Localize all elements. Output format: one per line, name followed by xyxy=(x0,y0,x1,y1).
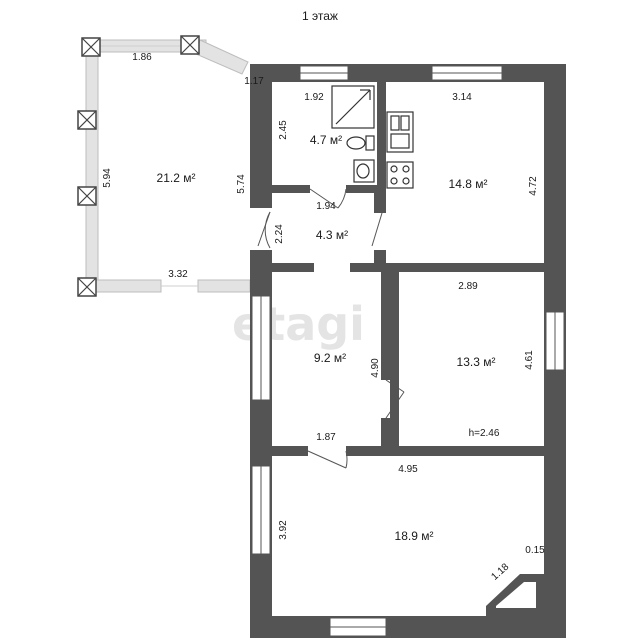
windows xyxy=(251,65,565,637)
room-middle-area: 9.2 м² xyxy=(314,351,346,365)
shower-icon xyxy=(331,85,375,129)
dim-middle-room-width: 1.87 xyxy=(316,432,336,443)
dim-outer-left: 5.74 xyxy=(236,174,247,194)
room-bottom-area: 18.9 м² xyxy=(395,529,434,543)
corner-niche xyxy=(496,582,536,608)
dim-right-room-width: 2.89 xyxy=(458,281,478,292)
dim-kitchen-height: 4.72 xyxy=(528,176,539,196)
dim-ceiling-height: h=2.46 xyxy=(469,428,500,439)
room-right-area: 13.3 м² xyxy=(457,355,496,369)
kitchen-area: 14.8 м² xyxy=(449,177,488,191)
kitchen-sink-icon xyxy=(386,111,414,153)
dim-right-room-height: 4.61 xyxy=(524,350,535,370)
dim-bath-width: 1.92 xyxy=(304,92,324,103)
veranda-post-top-left xyxy=(81,37,101,57)
floor-title: 1 этаж xyxy=(302,9,338,23)
sink-icon xyxy=(353,159,375,183)
hall-area: 4.3 м² xyxy=(316,228,348,242)
veranda-area: 21.2 м² xyxy=(157,171,196,185)
veranda-walls xyxy=(85,39,251,293)
bathroom-area: 4.7 м² xyxy=(310,133,342,147)
dim-corner-diag: 1.18 xyxy=(489,561,511,582)
dim-hall-width: 1.94 xyxy=(316,201,336,212)
toilet-icon xyxy=(346,135,375,151)
veranda-post-bottom-left xyxy=(77,277,97,297)
veranda-post-left-1 xyxy=(77,110,97,130)
dim-bottom-room-height: 3.92 xyxy=(278,520,289,540)
dim-veranda-bottom: 3.32 xyxy=(168,269,188,280)
dim-kitchen-width: 3.14 xyxy=(452,92,472,103)
dim-middle-room-height: 4.90 xyxy=(370,358,381,378)
veranda-post-left-2 xyxy=(77,186,97,206)
dim-veranda-corner: 1.17 xyxy=(244,76,264,87)
veranda-post-top-right xyxy=(180,35,200,55)
dim-hall-height: 2.24 xyxy=(274,224,285,244)
dim-corner-small: 0.15 xyxy=(525,545,545,556)
dim-bath-height: 2.45 xyxy=(278,120,289,140)
dim-veranda-top: 1.86 xyxy=(132,52,152,63)
stove-icon xyxy=(386,161,414,189)
dim-bottom-room-width: 4.95 xyxy=(398,464,418,475)
dim-veranda-side: 5.94 xyxy=(102,168,113,188)
doors xyxy=(250,188,405,469)
